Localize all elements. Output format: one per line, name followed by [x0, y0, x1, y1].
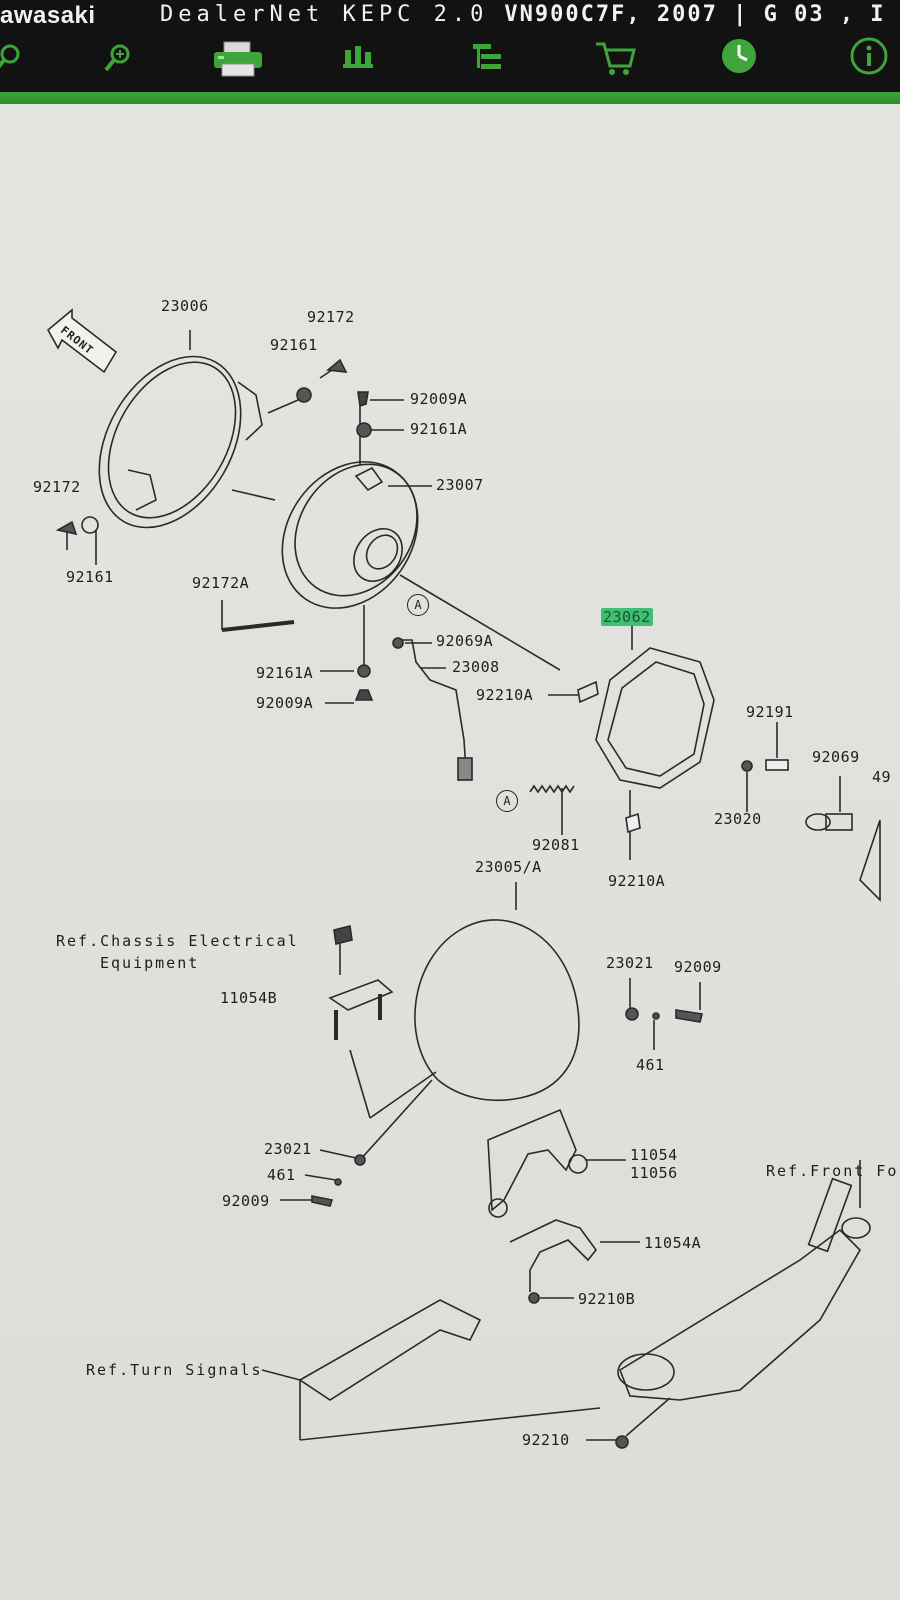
part-label-23005a[interactable]: 23005/A — [475, 858, 542, 876]
part-label-23008[interactable]: 23008 — [452, 658, 500, 676]
part-label-92161-left[interactable]: 92161 — [66, 568, 114, 586]
printer-icon — [214, 41, 262, 77]
part-label-49[interactable]: 49 — [872, 768, 892, 786]
model-selection-text: VN900C7F, 2007 | G 03 , I — [504, 2, 886, 27]
part-label-11054b[interactable]: 11054B — [220, 989, 278, 1007]
info-button[interactable] — [846, 36, 892, 82]
part-label-92009a[interactable]: 92009A — [410, 390, 468, 408]
brand-logo: awasaki — [0, 2, 96, 29]
app-title: DealerNet KEPC 2.0 VN900C7F, 2007 | G 03 … — [160, 2, 886, 27]
app-title-text: DealerNet KEPC 2.0 — [160, 2, 489, 27]
history-button[interactable] — [716, 36, 762, 82]
print-button[interactable] — [210, 36, 266, 82]
ref-chassis-electrical[interactable]: Ref.Chassis Electrical — [56, 932, 299, 950]
ref-turn-signals[interactable]: Ref.Turn Signals — [86, 1361, 263, 1379]
zoom-in-button[interactable] — [94, 36, 140, 82]
mounting-bracket — [487, 1108, 577, 1212]
part-label-92210b[interactable]: 92210B — [578, 1290, 636, 1308]
parts-list-button[interactable] — [335, 36, 381, 82]
part-label-92172[interactable]: 92172 — [307, 308, 355, 326]
parts-list-icon — [343, 46, 373, 68]
part-label-23020[interactable]: 23020 — [714, 810, 762, 828]
part-label-23006[interactable]: 23006 — [161, 297, 209, 315]
part-label-461-left[interactable]: 461 — [267, 1166, 296, 1184]
part-label-23062-highlighted[interactable]: 23062 — [601, 608, 653, 626]
part-label-11054a[interactable]: 11054A — [644, 1234, 702, 1252]
bushing-92161 — [296, 387, 312, 403]
headlight-shell — [414, 919, 580, 1101]
tree-view-icon — [473, 44, 501, 69]
ref-front-fork[interactable]: Ref.Front Fo — [766, 1162, 899, 1180]
part-label-92210[interactable]: 92210 — [522, 1431, 570, 1449]
part-label-92161a[interactable]: 92161A — [410, 420, 468, 438]
part-label-92081[interactable]: 92081 — [532, 836, 580, 854]
cart-button[interactable] — [592, 36, 638, 82]
part-label-92009a-bottom[interactable]: 92009A — [256, 694, 314, 712]
zoom-out-icon — [0, 44, 20, 69]
callout-a-upper: A — [407, 594, 429, 616]
callout-a-lower: A — [496, 790, 518, 812]
part-label-11056[interactable]: 11056 — [630, 1164, 678, 1182]
part-label-92210a-bottom[interactable]: 92210A — [608, 872, 666, 890]
part-label-92172-left[interactable]: 92172 — [33, 478, 81, 496]
front-arrow — [46, 308, 118, 374]
part-label-461[interactable]: 461 — [636, 1056, 665, 1074]
part-label-92069[interactable]: 92069 — [812, 748, 860, 766]
part-label-92069a[interactable]: 92069A — [436, 632, 494, 650]
part-label-92161[interactable]: 92161 — [270, 336, 318, 354]
part-label-92191[interactable]: 92191 — [746, 703, 794, 721]
steering-stem — [619, 1228, 861, 1401]
app-toolbar: awasaki DealerNet KEPC 2.0 VN900C7F, 2007… — [0, 0, 900, 104]
part-label-92009[interactable]: 92009 — [674, 958, 722, 976]
part-label-23021-left[interactable]: 23021 — [264, 1140, 312, 1158]
part-label-92172a[interactable]: 92172A — [192, 574, 250, 592]
cart-icon — [596, 42, 636, 75]
part-label-11054[interactable]: 11054 — [630, 1146, 678, 1164]
part-label-92210a[interactable]: 92210A — [476, 686, 534, 704]
tree-view-button[interactable] — [467, 36, 513, 82]
info-icon — [850, 37, 888, 75]
history-clock-icon — [722, 39, 756, 73]
toolbar-accent-line — [0, 92, 900, 104]
diagram-canvas — [0, 104, 900, 1600]
ref-chassis-equipment[interactable]: Equipment — [100, 954, 200, 972]
zoom-out-button[interactable] — [0, 36, 36, 82]
part-label-23007[interactable]: 23007 — [436, 476, 484, 494]
part-label-92161a-bottom[interactable]: 92161A — [256, 664, 314, 682]
headlight-rim — [98, 355, 242, 529]
part-label-92009-left[interactable]: 92009 — [222, 1192, 270, 1210]
reflector-frame — [595, 647, 715, 789]
part-label-23021[interactable]: 23021 — [606, 954, 654, 972]
zoom-in-icon — [104, 44, 130, 72]
